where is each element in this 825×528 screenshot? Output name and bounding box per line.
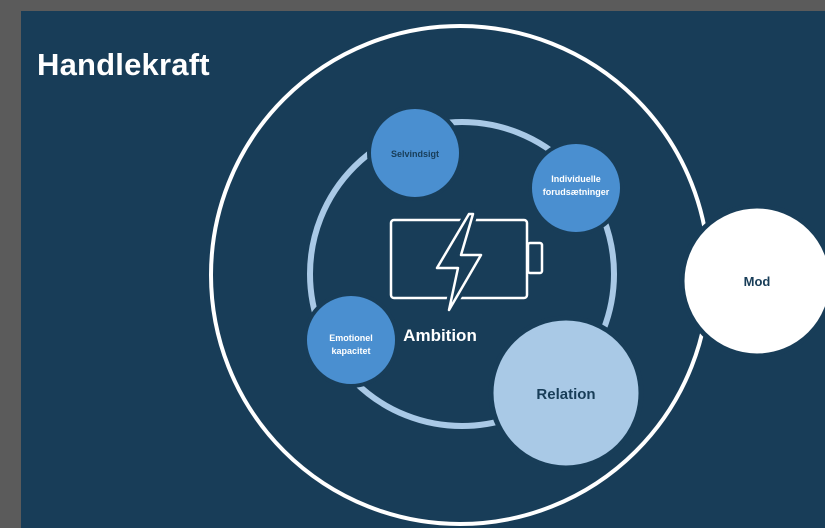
- node-mod-label: Mod: [744, 274, 771, 289]
- node-relation: Relation: [488, 315, 644, 471]
- slide-title: Handlekraft: [37, 47, 210, 82]
- node-individuelle-label-line1: Individuelle: [551, 174, 601, 184]
- node-emotionel-kapacitet: Emotionel kapacitet: [303, 292, 399, 388]
- battery-lightning-icon: [389, 209, 544, 315]
- node-selvindsigt-label: Selvindsigt: [391, 149, 439, 159]
- slide: Handlekraft Selvindsigt Individuell: [21, 11, 825, 528]
- node-mod: Mod: [679, 203, 825, 359]
- node-emotionel-label-line2: kapacitet: [331, 346, 370, 356]
- node-emotionel-label-line1: Emotionel: [329, 333, 373, 343]
- node-individuelle-forudsaetninger: Individuelle forudsætninger: [528, 140, 624, 236]
- node-selvindsigt: Selvindsigt: [367, 105, 463, 201]
- handlekraft-diagram: Selvindsigt Individuelle forudsætninger …: [209, 24, 825, 526]
- node-individuelle-label-line2: forudsætninger: [543, 187, 610, 197]
- node-relation-label: Relation: [536, 386, 595, 403]
- center-label: Ambition: [403, 326, 477, 345]
- inner-ring: [307, 119, 617, 429]
